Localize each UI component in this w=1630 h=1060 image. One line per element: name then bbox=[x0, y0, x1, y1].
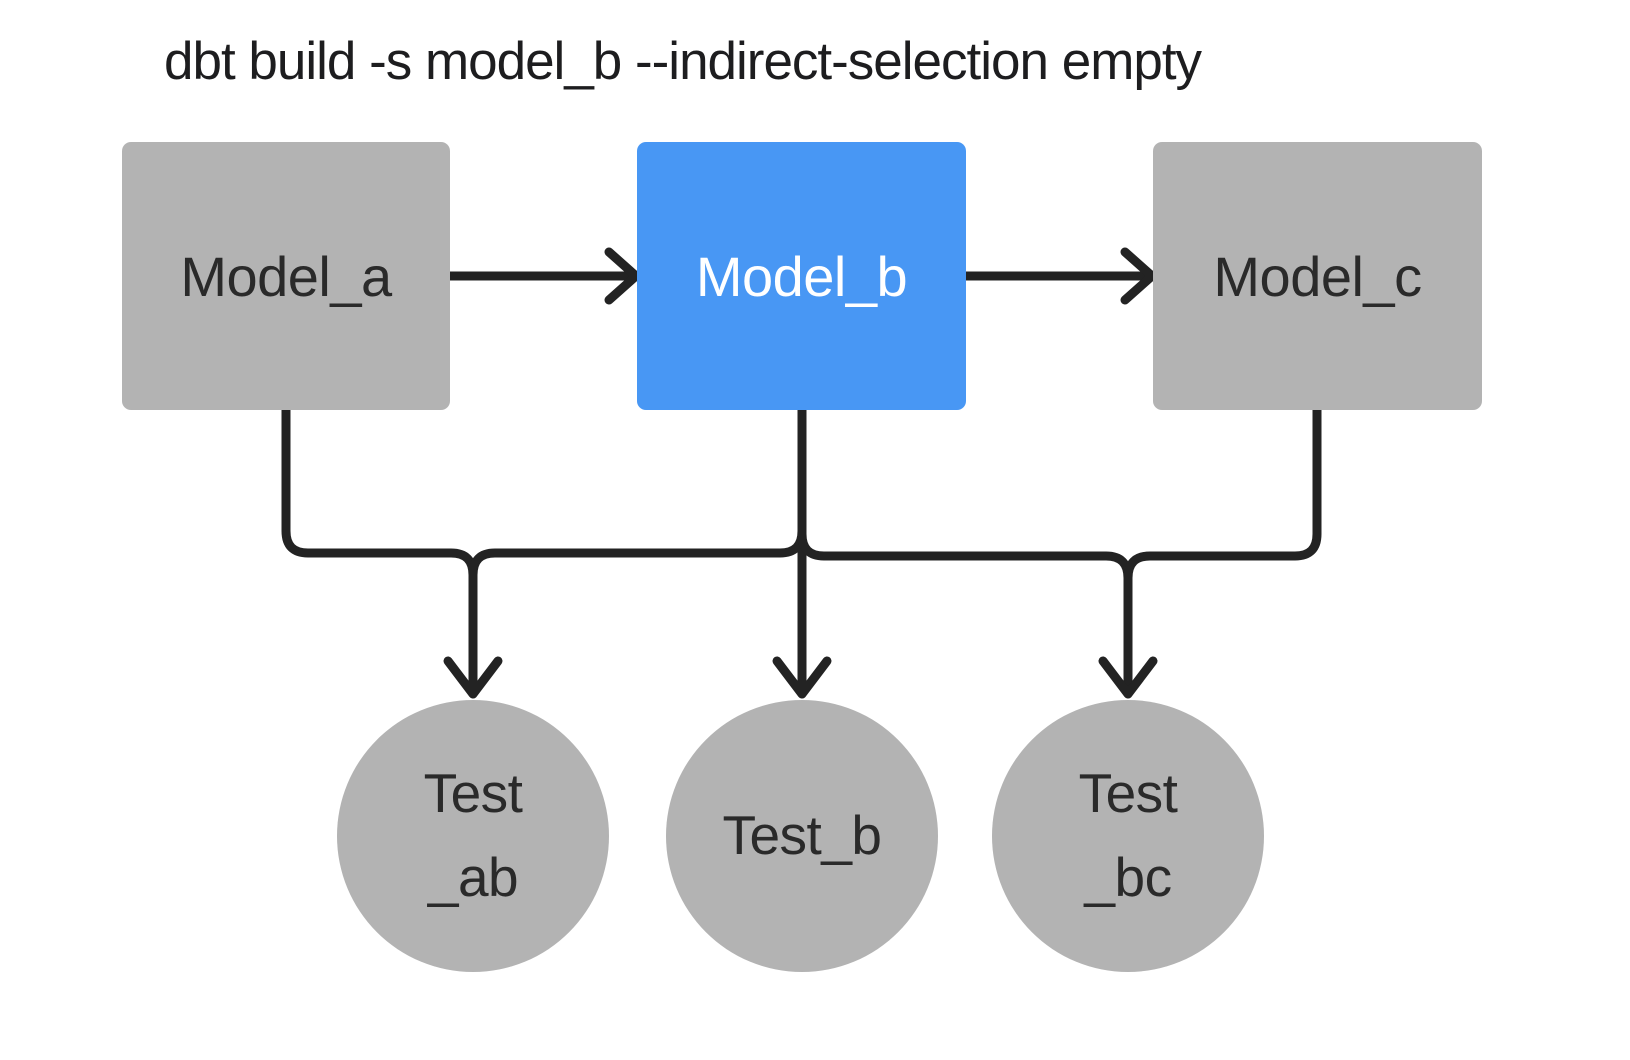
test-ab-label-line1: Test bbox=[423, 762, 523, 825]
edge-model-b-to-test-bc bbox=[797, 405, 1133, 692]
model-b-label: Model_b bbox=[695, 244, 908, 308]
test-bc-node: Test _bc bbox=[992, 700, 1264, 972]
arrowhead-down-icon bbox=[1098, 656, 1158, 699]
edge-model-a-to-model-b bbox=[445, 247, 641, 305]
test-ab-node: Test _ab bbox=[337, 700, 609, 972]
model-c-label: Model_c bbox=[1213, 244, 1422, 308]
edge-model-b-to-model-c bbox=[961, 247, 1157, 305]
model-a-label: Model_a bbox=[180, 244, 392, 308]
edge-line bbox=[468, 405, 807, 692]
edge-model-c-to-test-bc bbox=[1123, 405, 1322, 692]
test-arrowheads bbox=[443, 656, 1158, 699]
arrowhead-down-icon bbox=[772, 656, 832, 699]
test-bc-label-line2: _bc bbox=[1084, 846, 1172, 908]
arrowhead-right-icon bbox=[604, 247, 641, 305]
arrowhead-right-icon bbox=[1120, 247, 1157, 305]
edge-line bbox=[797, 405, 1133, 692]
model-a-node: Model_a bbox=[122, 142, 450, 410]
test-bc-label-line1: Test bbox=[1078, 762, 1178, 825]
edge-line bbox=[1123, 405, 1322, 692]
test-b-node: Test_b bbox=[666, 700, 938, 972]
model-c-node: Model_c bbox=[1153, 142, 1482, 410]
edge-model-b-to-test-ab bbox=[468, 405, 807, 692]
test-b-label-line1: Test_b bbox=[722, 804, 882, 867]
test-ab-label-line2: _ab bbox=[427, 846, 519, 908]
edge-line bbox=[281, 405, 478, 692]
diagram-title: dbt build -s model_b --indirect-selectio… bbox=[164, 32, 1202, 91]
edge-model-a-to-test-ab bbox=[281, 405, 478, 692]
model-b-node-selected: Model_b bbox=[637, 142, 966, 410]
arrowhead-down-icon bbox=[443, 656, 503, 699]
